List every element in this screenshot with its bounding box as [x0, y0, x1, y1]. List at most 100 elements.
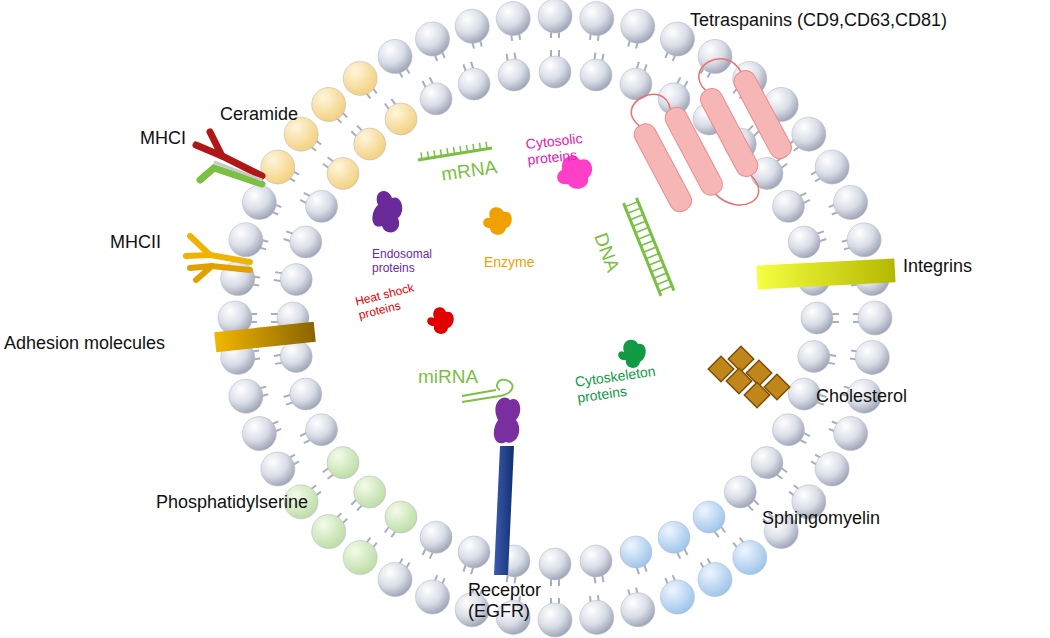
lipid-head [242, 417, 276, 451]
lipid-head [788, 226, 820, 258]
lipid-head [798, 340, 830, 372]
component-label: Integrins [903, 256, 972, 277]
lipid-head [620, 536, 652, 568]
lipid-head [306, 190, 338, 222]
cargo-label: Heat shock proteins [354, 280, 427, 323]
lipid-head [834, 417, 868, 451]
endosomal-protein [372, 191, 402, 232]
lipid-head [580, 545, 612, 577]
lipid-head [834, 185, 868, 219]
component-label: Phosphatidylserine [156, 492, 308, 513]
lipid-head [815, 452, 849, 486]
lipid-head [261, 452, 295, 486]
lipid-head [792, 117, 826, 151]
lipid-head [498, 59, 530, 91]
cargo-label: mRNA [440, 156, 498, 185]
integrin [756, 258, 895, 289]
lipid-head [698, 39, 732, 73]
lipid-tails [235, 16, 875, 620]
lipid-head [280, 264, 312, 296]
dna-strand [624, 198, 674, 296]
lipid-head [660, 22, 694, 56]
lipid-head [455, 9, 489, 43]
lipid-head [772, 414, 804, 446]
lipid-heads [218, 0, 892, 637]
mrna-bases [421, 142, 487, 160]
component-label: Adhesion molecules [4, 333, 165, 354]
lipid-head [772, 190, 804, 222]
lipid-head [733, 541, 767, 575]
lipid-head [751, 447, 783, 479]
lipid-head [327, 157, 359, 189]
heat-shock-protein [427, 307, 454, 334]
lipid-head [621, 9, 655, 43]
lipid-head [306, 414, 338, 446]
lipid-head [693, 501, 725, 533]
lipid-head [312, 87, 346, 121]
lipid-head [724, 476, 756, 508]
lipid-head [290, 378, 322, 410]
enzyme-protein [483, 207, 512, 235]
lipid-head [621, 593, 655, 627]
lipid-head [580, 2, 614, 36]
lipid-head [327, 447, 359, 479]
lipid-head [416, 580, 450, 614]
lipid-head [847, 223, 881, 257]
lipid-head [580, 600, 614, 634]
component-label: Sphingomyelin [762, 508, 880, 529]
component-label: Cholesterol [816, 386, 907, 407]
lipid-head [660, 580, 694, 614]
lipid-head [855, 340, 889, 374]
lipid-head [538, 0, 572, 33]
lipid-head [815, 150, 849, 184]
lipid-head [378, 563, 412, 597]
lipid-head [858, 301, 892, 335]
lipid-head [416, 22, 450, 56]
lipid-head [343, 61, 377, 95]
lipid-head [385, 501, 417, 533]
lipid-head [698, 563, 732, 597]
lipid-head [539, 548, 571, 580]
mhc1-symbol [196, 132, 262, 184]
tetraspanin-symbol [619, 46, 806, 237]
lipid-head [420, 83, 452, 115]
lipid-head [458, 68, 490, 100]
component-label: MHCII [110, 232, 161, 253]
receptor-bar [494, 446, 514, 575]
lipid-head [354, 128, 386, 160]
cargo-label: Endosomal proteins [372, 248, 448, 276]
lipid-head [788, 378, 820, 410]
lipid-head [242, 185, 276, 219]
lipid-head [229, 223, 263, 257]
lipid-head [290, 226, 322, 258]
component-label: Tetraspanins (CD9,CD63,CD81) [690, 10, 947, 31]
cholesterol-symbol [708, 346, 789, 407]
lipid-head [801, 302, 833, 334]
lipid-head [280, 340, 312, 372]
cargo-label: Enzyme [484, 254, 535, 270]
lipid-head [385, 103, 417, 135]
adhesion-molecule [214, 322, 316, 352]
lipid-head [343, 541, 377, 575]
lipid-head [312, 515, 346, 549]
mhc2-symbol [186, 236, 250, 280]
lipid-head [658, 521, 690, 553]
component-label: MHCI [140, 128, 186, 149]
lipid-head [458, 536, 490, 568]
lipid-head [229, 379, 263, 413]
component-label: Receptor (EGFR) [468, 580, 554, 621]
lipid-head [378, 39, 412, 73]
cargo-label: miRNA [418, 366, 478, 388]
receptor-domain [494, 398, 520, 444]
lipid-head [538, 603, 572, 637]
cargo-label: Cytosolic proteins [525, 128, 608, 168]
lipid-head [539, 56, 571, 88]
lipid-head [420, 521, 452, 553]
component-label: Ceramide [220, 104, 298, 125]
lipid-head [580, 59, 612, 91]
lipid-head [496, 2, 530, 36]
lipid-head [354, 476, 386, 508]
lipid-head [261, 150, 295, 184]
